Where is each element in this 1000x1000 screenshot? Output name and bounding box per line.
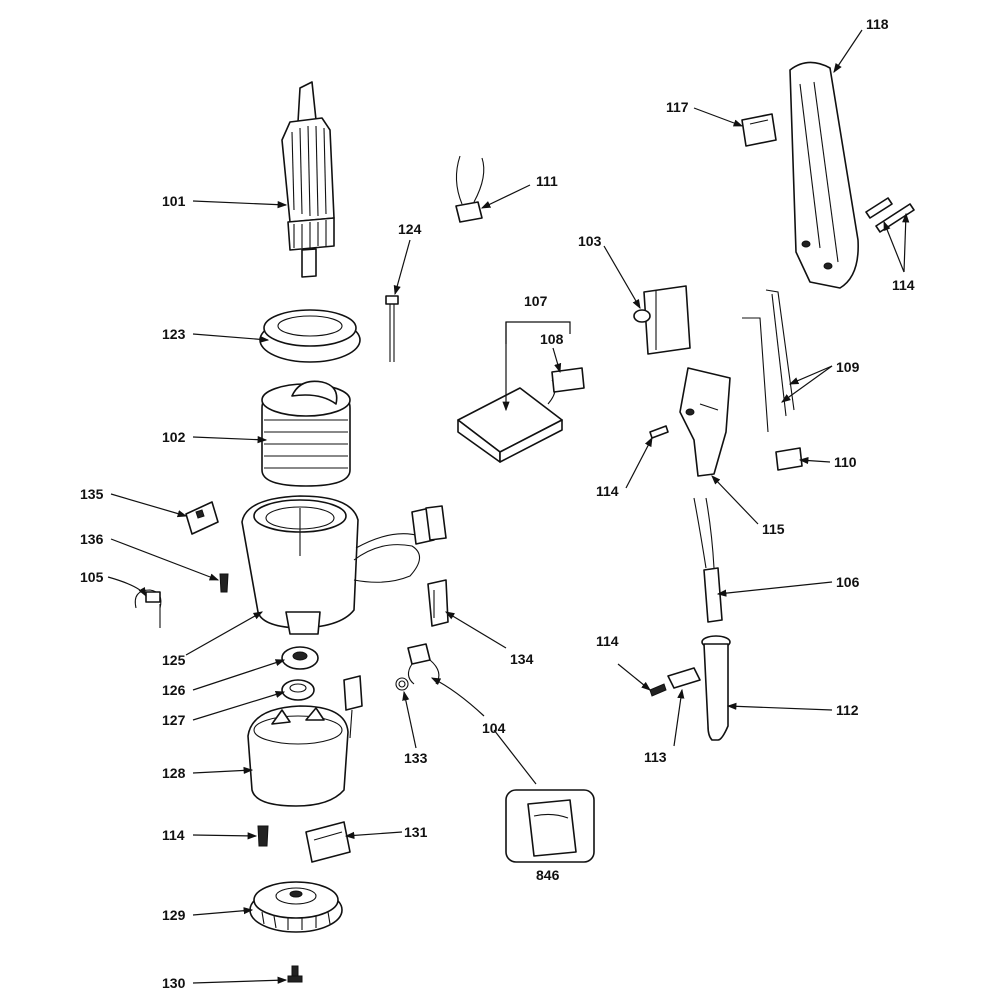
callout-117: 117 (666, 99, 689, 115)
callout-128: 128 (162, 765, 186, 781)
callout-109: 109 (836, 359, 860, 375)
callout-115: 115 (762, 521, 785, 537)
bearing-part-126 (281, 646, 319, 670)
wire-leads-part (742, 289, 795, 433)
callout-103: 103 (578, 233, 602, 249)
bearing-housing-part (259, 309, 361, 363)
callout-131: 131 (404, 824, 428, 840)
clip-part-135 (185, 501, 219, 535)
callout-102: 102 (162, 429, 186, 445)
screw-part-114-left (257, 825, 269, 847)
callout-135: 135 (80, 486, 104, 502)
clamp-part-105 (134, 589, 162, 628)
callout-112: 112 (836, 702, 859, 718)
callout-118: 118 (866, 16, 889, 32)
callout-136: 136 (80, 531, 104, 547)
callout-114-c: 114 (596, 483, 619, 499)
callout-125: 125 (162, 652, 186, 668)
power-cord-part (693, 497, 723, 623)
screw-part-114-mid (649, 425, 669, 439)
armature-part (281, 81, 335, 278)
callout-114-d: 114 (596, 633, 619, 649)
clip-part-131 (305, 821, 351, 863)
screw-part-136 (219, 573, 229, 593)
washer-part-127 (281, 679, 315, 701)
callout-104: 104 (482, 720, 506, 736)
callout-107: 107 (524, 293, 548, 309)
callout-130: 130 (162, 975, 186, 991)
callout-114-b: 114 (892, 277, 915, 293)
cord-clamp-part (649, 667, 701, 697)
callout-108: 108 (540, 331, 564, 347)
field-stator-part (261, 380, 351, 487)
callout-129: 129 (162, 907, 186, 923)
callout-105: 105 (80, 569, 104, 585)
callout-127: 127 (162, 712, 186, 728)
electronic-module-part (457, 367, 585, 463)
screw-part-130 (287, 965, 303, 983)
leader-lines (107, 29, 910, 984)
callout-114-a: 114 (162, 827, 185, 843)
motor-housing-part (241, 495, 447, 635)
callout-113: 113 (644, 749, 667, 765)
long-screw-part (385, 295, 399, 362)
callout-123: 123 (162, 326, 186, 342)
bracket-part-117 (741, 113, 777, 147)
callout-labels: 101 123 102 135 136 105 125 126 127 128 … (80, 16, 915, 991)
end-cap-part (247, 675, 363, 807)
callout-134: 134 (510, 651, 534, 667)
callout-124: 124 (398, 221, 422, 237)
capacitor-part (455, 155, 485, 223)
switch-carrier-part (679, 367, 731, 477)
spring-part (395, 677, 409, 691)
parts-bag-part (505, 789, 595, 863)
cord-protector-part (701, 635, 731, 741)
callout-126: 126 (162, 682, 186, 698)
carbon-brush-part (407, 643, 440, 685)
callout-111: 111 (536, 173, 558, 189)
handle-part (789, 61, 859, 289)
callout-110: 110 (834, 454, 857, 470)
callout-106: 106 (836, 574, 860, 590)
callout-133: 133 (404, 750, 428, 766)
callout-846: 846 (536, 867, 560, 883)
clip-part-110 (775, 447, 803, 471)
callout-101: 101 (162, 193, 186, 209)
brush-holder-part (427, 579, 449, 627)
fan-part (249, 881, 343, 933)
handle-screws-part (865, 197, 915, 233)
switch-part (633, 285, 691, 355)
